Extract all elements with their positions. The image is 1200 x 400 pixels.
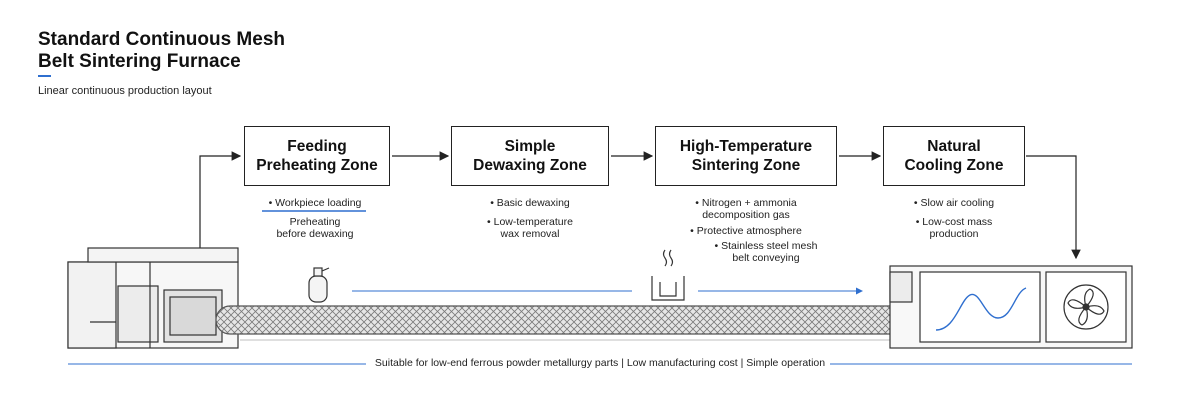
zone-title-feeding-preheating: Feeding Preheating Zone: [256, 138, 378, 174]
bullet-item: Preheating before dewaxing: [276, 216, 354, 240]
zone-title-natural-cooling: Natural Cooling Zone: [904, 138, 1004, 174]
zone-box-simple-dewaxing: Simple Dewaxing Zone: [451, 126, 609, 186]
bullet-item: • Slow air cooling: [913, 197, 995, 209]
gas-cylinder-icon: [308, 267, 330, 303]
connector-cooling-to-unit: [1026, 155, 1081, 260]
loading-machine: [67, 247, 239, 349]
cooling-fan-icon: [1063, 284, 1109, 330]
bullet-item: • Nitrogen + ammonia decomposition gas: [695, 197, 797, 221]
zone-box-high-temp-sintering: High-Temperature Sintering Zone: [655, 126, 837, 186]
bullet-item: • Basic dewaxing: [490, 197, 570, 209]
zone-box-natural-cooling: Natural Cooling Zone: [883, 126, 1025, 186]
mesh-conveyor-belt: [215, 305, 915, 335]
title-line-1: Standard Continuous Mesh: [38, 29, 285, 50]
connector-loader-to-feeding: [199, 151, 242, 250]
zone-title-high-temp-sintering: High-Temperature Sintering Zone: [679, 138, 813, 174]
flow-connectors: [199, 151, 1081, 260]
bullet-item: • Stainless steel mesh belt conveying: [714, 240, 818, 264]
zone-title-simple-dewaxing: Simple Dewaxing Zone: [473, 138, 587, 174]
title-line-2: Belt Sintering Furnace: [38, 51, 241, 72]
zone-box-feeding-preheating: Feeding Preheating Zone: [244, 126, 390, 186]
bullet-item: • Workpiece loading: [268, 197, 362, 209]
cooling-unit: [889, 265, 1133, 349]
bullet-item: • Protective atmosphere: [690, 225, 802, 237]
wax-heater-icon: [651, 249, 685, 301]
cooling-curve-icon: [935, 287, 1027, 331]
footer-note: Suitable for low-end ferrous powder meta…: [374, 357, 826, 369]
bullet-item: • Low-temperature wax removal: [487, 216, 573, 240]
page-title: Standard Continuous Mesh Belt Sintering …: [38, 29, 285, 73]
bullet-item: • Low-cost mass production: [915, 216, 993, 240]
page-subtitle: Linear continuous production layout: [38, 85, 212, 97]
title-accent-bar: [38, 75, 51, 77]
